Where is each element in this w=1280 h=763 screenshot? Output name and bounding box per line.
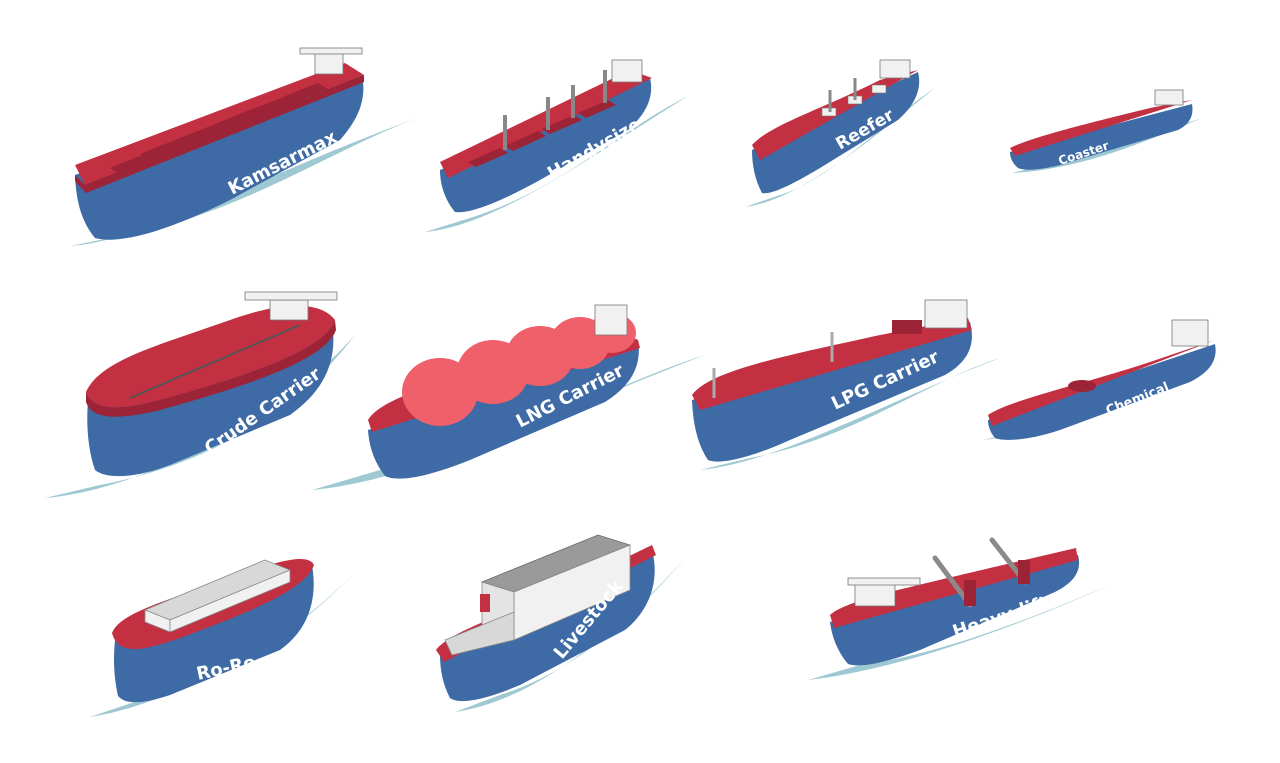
cranes (503, 70, 607, 150)
bridge (847, 577, 921, 607)
deck (692, 318, 972, 410)
ship-reefer: Reefer (745, 59, 935, 207)
hull (368, 340, 639, 479)
bridge (892, 299, 968, 334)
bridge (1154, 89, 1184, 106)
tank-dome (1068, 380, 1096, 392)
superstructure (444, 534, 632, 656)
hull (692, 322, 972, 462)
superstructure (143, 559, 292, 633)
bridge (594, 304, 628, 336)
ship-coaster: Coaster (1010, 89, 1202, 173)
hull (830, 555, 1080, 666)
deck (988, 340, 1215, 426)
bridge (611, 59, 643, 83)
cranes (828, 78, 857, 112)
crane-posts (964, 560, 1030, 606)
ship-handysize: Handysize (425, 59, 688, 232)
cargo-hatches (468, 100, 616, 167)
hull (752, 72, 920, 194)
ship-ro-ro: Ro-Ro (90, 555, 370, 717)
deck-edge (75, 75, 364, 193)
bridge (1171, 319, 1209, 347)
cargo-hatches (110, 83, 328, 174)
deck (86, 305, 335, 408)
ship-chemical: Chemical (982, 319, 1240, 440)
ship-lpg-carrier: LPG Carrier (692, 299, 1000, 470)
deck (1010, 100, 1192, 156)
ship-kamsarmax: Kamsarmax (70, 47, 420, 246)
bridge (879, 59, 911, 79)
pipeline (129, 324, 301, 399)
bridge (244, 291, 338, 321)
bridge (299, 47, 363, 75)
ship-crude-carrier: Crude Carrier (45, 291, 355, 498)
ship-livestock: Livestock (436, 534, 688, 712)
hull (988, 344, 1216, 440)
hull (75, 75, 364, 240)
hull (1010, 104, 1193, 170)
ship-lng-carrier: LNG Carrier (312, 304, 705, 490)
ship-heavy-lift: Heavy-lift (808, 537, 1110, 680)
